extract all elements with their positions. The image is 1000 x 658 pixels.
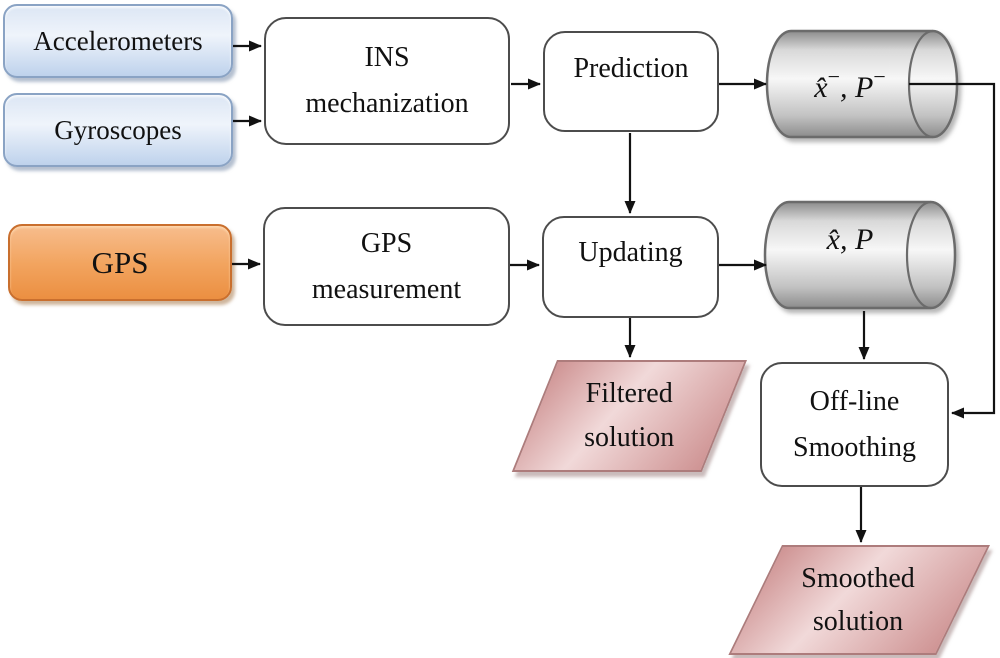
node-offline-smoothing-line2: Smoothing	[793, 431, 916, 463]
node-ins-mechanization: INS mechanization	[264, 17, 510, 145]
node-updating: Updating	[542, 216, 719, 318]
node-filtered-solution-line2: solution	[584, 422, 675, 453]
node-ins-mechanization-line1: INS	[364, 42, 410, 73]
node-prediction: Prediction	[543, 31, 719, 132]
node-gps-measurement-line2: measurement	[311, 273, 462, 305]
node-ins-mechanization-line2: mechanization	[305, 88, 469, 119]
node-smoothed-solution-line2: solution	[812, 606, 904, 637]
node-gps-label: GPS	[91, 244, 149, 280]
node-filtered-solution: Filtered solution	[511, 360, 747, 472]
node-gps-measurement: GPS measurement	[263, 207, 510, 326]
node-accelerometers-label: Accelerometers	[33, 25, 203, 56]
node-gyroscopes-label: Gyroscopes	[54, 114, 182, 145]
node-offline-smoothing-line1: Off-line	[809, 385, 900, 417]
node-accelerometers: Accelerometers	[3, 4, 233, 78]
node-smoothed-solution-line1: Smoothed	[801, 563, 915, 594]
node-updating-label: Updating	[578, 237, 683, 268]
node-offline-smoothing: Off-line Smoothing	[760, 362, 949, 487]
node-smoothed-solution: Smoothed solution	[728, 545, 990, 655]
node-gyroscopes: Gyroscopes	[3, 93, 233, 167]
node-gps: GPS	[8, 224, 232, 301]
node-filtered-solution-line1: Filtered	[585, 378, 673, 409]
node-prediction-label: Prediction	[573, 52, 689, 84]
node-gps-measurement-line1: GPS	[360, 227, 413, 259]
node-posterior-store-label: x̂, P	[826, 222, 874, 256]
node-prior-store-label: x̂−, P−	[814, 63, 886, 104]
